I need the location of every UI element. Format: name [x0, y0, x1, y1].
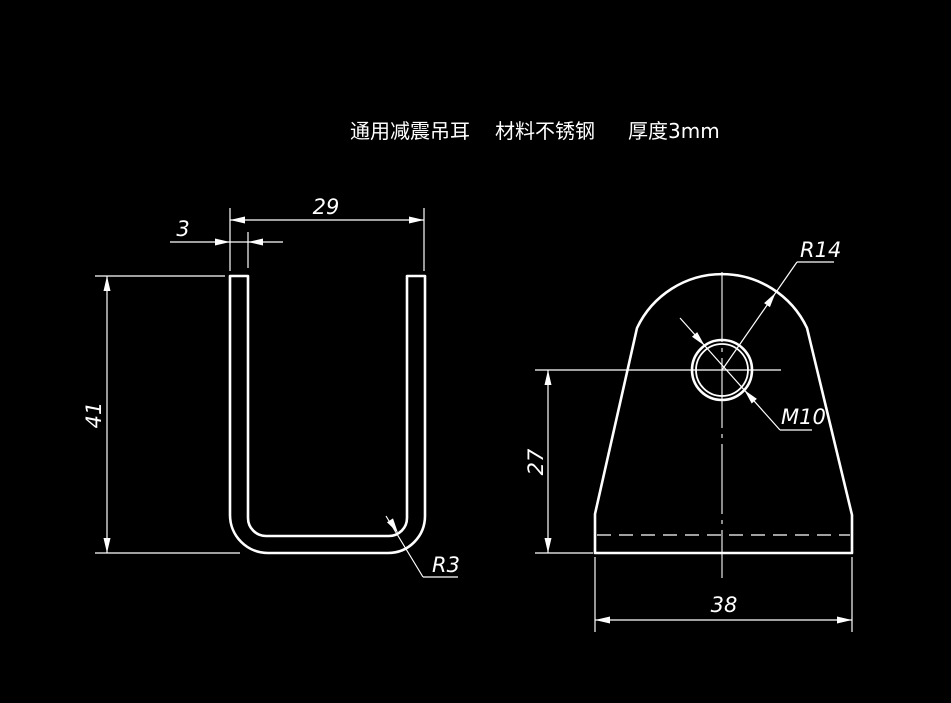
dimension-side-thickness: 3 — [170, 217, 283, 268]
arrowhead-right — [409, 216, 424, 224]
arrowhead-top — [103, 276, 111, 291]
leader-line — [721, 261, 798, 371]
dimension-side-width: 29 — [229, 195, 425, 271]
dimension-hole-callout: M10 — [679, 317, 826, 431]
dimension-label-hole-height: 27 — [524, 448, 548, 475]
arrowhead-outer — [215, 238, 230, 246]
arrowhead-arc — [764, 292, 776, 308]
arrowhead-left — [595, 616, 610, 624]
side-view: 29 3 41 R3 — [82, 195, 460, 578]
arrowhead-bottom — [103, 538, 111, 553]
arrowhead-inner — [248, 238, 263, 246]
dimension-label-side-height: 41 — [82, 402, 106, 429]
side-view-u-profile — [228, 274, 427, 555]
arrowhead-top — [544, 370, 552, 385]
arrowhead-right — [837, 616, 852, 624]
arrowhead-left — [230, 216, 245, 224]
dimension-label-hole: M10 — [781, 405, 826, 429]
dimension-label-front-radius: R14 — [800, 238, 841, 262]
title-part-material: 材料不锈钢 — [495, 119, 595, 143]
dimension-side-bend-radius: R3 — [385, 515, 460, 578]
dimension-label-side-thickness: 3 — [176, 217, 189, 241]
drawing-title: 通用减震吊耳 材料不锈钢 厚度3mm — [350, 119, 720, 143]
hole-thread-circle — [695, 343, 749, 397]
dimension-hole-height: 27 — [524, 370, 593, 554]
dimension-side-height: 41 — [82, 275, 240, 554]
dimension-label-side-radius: R3 — [432, 553, 460, 577]
arrowhead-radius — [387, 518, 398, 533]
dimension-label-front-width: 38 — [711, 593, 738, 617]
title-part-thickness: 厚度3mm — [628, 119, 720, 143]
arrowhead-hole-upper — [692, 332, 705, 346]
arrowhead-hole-lower — [744, 390, 757, 404]
arrowhead-bottom — [544, 538, 552, 553]
dimension-front-arc-radius: R14 — [721, 238, 841, 371]
front-view-plate-outline — [593, 272, 854, 555]
hole-outer-circle — [690, 338, 754, 402]
front-view: M10 R14 27 38 — [524, 238, 854, 632]
title-part-name: 通用减震吊耳 — [350, 119, 470, 143]
dimension-label-side-width: 29 — [313, 195, 340, 219]
dimension-front-width: 38 — [594, 557, 853, 632]
